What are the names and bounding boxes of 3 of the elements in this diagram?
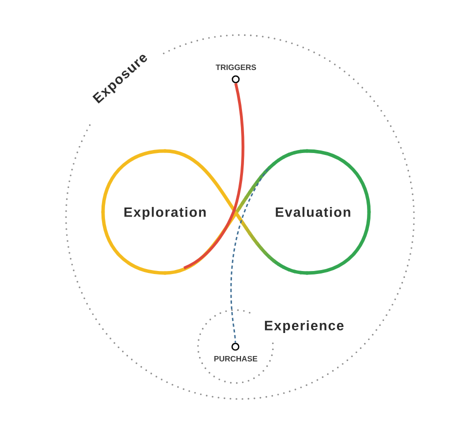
- curved-line: [183, 82, 244, 270]
- infinity-loop: Exploration Evaluation: [101, 149, 371, 275]
- dashed-line: [230, 168, 269, 343]
